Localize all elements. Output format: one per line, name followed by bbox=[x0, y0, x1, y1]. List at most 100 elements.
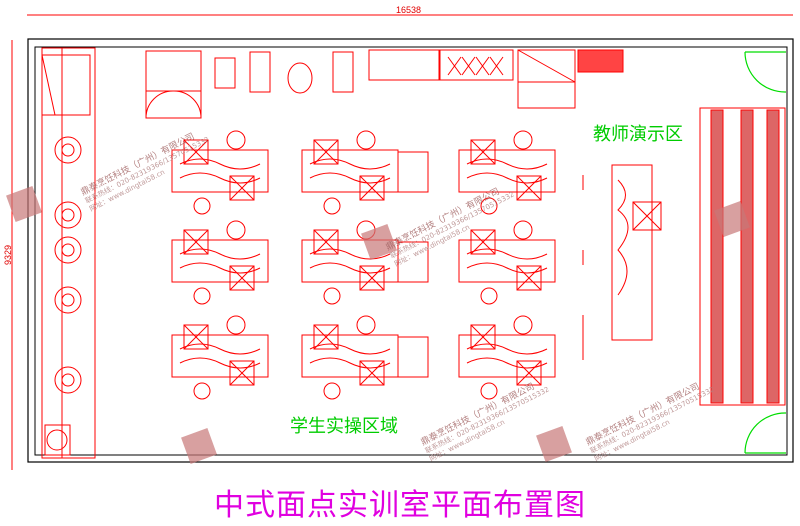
table-wood-grain bbox=[179, 343, 261, 369]
height-dimension: 9329 bbox=[3, 244, 14, 266]
mixer-icon bbox=[287, 62, 313, 94]
work-bench bbox=[368, 49, 440, 81]
sink-box bbox=[359, 265, 385, 291]
shelf-column bbox=[766, 109, 780, 404]
sink-box bbox=[183, 229, 209, 255]
x-mark bbox=[447, 56, 462, 76]
sink-bench bbox=[439, 49, 514, 81]
shelf-column bbox=[740, 109, 754, 404]
x-mark bbox=[470, 139, 496, 165]
chair-icon bbox=[480, 287, 498, 305]
table-wood-grain bbox=[179, 248, 261, 274]
watermark-seal bbox=[361, 224, 397, 260]
outer-wall bbox=[27, 38, 794, 463]
x-mark bbox=[313, 324, 339, 350]
fridge-doors bbox=[517, 81, 576, 109]
chair-icon bbox=[226, 315, 246, 335]
x-mark bbox=[461, 56, 476, 76]
x-mark bbox=[359, 265, 385, 291]
burner-icon bbox=[54, 236, 82, 264]
chair-icon bbox=[226, 130, 246, 150]
workstation-table bbox=[171, 149, 269, 193]
x-mark bbox=[183, 229, 209, 255]
chair-icon bbox=[323, 287, 341, 305]
chair-icon bbox=[513, 130, 533, 150]
side-cabinet bbox=[397, 241, 429, 283]
sink-box bbox=[470, 324, 496, 350]
shelf-rack bbox=[577, 49, 624, 73]
table-wood-grain bbox=[309, 343, 391, 369]
chair-icon bbox=[480, 382, 498, 400]
student-workstation bbox=[171, 315, 269, 400]
sink-box bbox=[359, 360, 385, 386]
chair-icon bbox=[356, 130, 376, 150]
side-cabinet bbox=[397, 336, 429, 378]
student-practice-zone-label: 学生实操区域 bbox=[290, 416, 398, 437]
watermark-seal bbox=[714, 201, 750, 237]
x-mark bbox=[229, 360, 255, 386]
chair-icon bbox=[323, 197, 341, 215]
x-mark bbox=[632, 201, 662, 231]
top-cabinet bbox=[145, 50, 202, 92]
page-title: 中式面点实训室平面布置图 bbox=[214, 488, 586, 523]
x-mark bbox=[475, 56, 490, 76]
sink-box bbox=[229, 265, 255, 291]
shelf-column bbox=[710, 109, 724, 404]
sink-box bbox=[183, 139, 209, 165]
watermark-seal bbox=[536, 426, 572, 462]
sink-box bbox=[183, 324, 209, 350]
trolley-icon bbox=[332, 51, 354, 93]
burner-inner-icon bbox=[61, 143, 75, 157]
x-mark bbox=[313, 139, 339, 165]
sink-box bbox=[516, 265, 542, 291]
chair-icon bbox=[356, 315, 376, 335]
entrance-door-bottom bbox=[744, 412, 787, 454]
burner-icon bbox=[54, 201, 82, 229]
chair-icon bbox=[513, 315, 533, 335]
burner-inner-icon bbox=[61, 208, 75, 222]
watermark-seal bbox=[181, 428, 217, 464]
watermark-seal bbox=[6, 186, 42, 222]
burner-icon bbox=[54, 136, 82, 164]
x-mark bbox=[183, 324, 209, 350]
table-wood-grain bbox=[466, 343, 548, 369]
chair-icon bbox=[480, 197, 498, 215]
table-wood-grain bbox=[466, 158, 548, 184]
table-wood-grain bbox=[617, 179, 629, 296]
x-mark bbox=[516, 175, 542, 201]
chair-icon bbox=[323, 382, 341, 400]
sink-unit bbox=[44, 424, 71, 456]
workstation-table bbox=[458, 149, 556, 193]
x-mark bbox=[229, 265, 255, 291]
cabinet-unit bbox=[41, 54, 91, 116]
door-swing-icon bbox=[145, 90, 202, 119]
left-cabinet bbox=[61, 47, 96, 459]
x-mark bbox=[183, 139, 209, 165]
teacher-sink bbox=[632, 201, 662, 231]
x-mark bbox=[516, 265, 542, 291]
table-wood-grain bbox=[309, 158, 391, 184]
sink-bowl-icon bbox=[46, 429, 68, 451]
sink-box bbox=[359, 175, 385, 201]
fridge-diag bbox=[517, 49, 576, 83]
chair-icon bbox=[193, 382, 211, 400]
dough-mixer-icon bbox=[214, 57, 236, 89]
burner-inner-icon bbox=[61, 373, 75, 387]
burner-icon bbox=[54, 366, 82, 394]
x-mark bbox=[229, 175, 255, 201]
inner-wall bbox=[34, 46, 788, 456]
table-wood-grain bbox=[466, 248, 548, 274]
sink-box bbox=[229, 175, 255, 201]
chair-icon bbox=[226, 220, 246, 240]
chair-icon bbox=[193, 197, 211, 215]
student-workstation bbox=[301, 315, 429, 400]
workstation-table bbox=[458, 239, 556, 283]
sink-box bbox=[229, 360, 255, 386]
sink-box bbox=[470, 229, 496, 255]
sink-box bbox=[470, 139, 496, 165]
teacher-table bbox=[611, 164, 653, 341]
teacher-demo-zone-label: 教师演示区 bbox=[593, 124, 683, 145]
width-dimension: 16538 bbox=[396, 5, 422, 15]
x-mark bbox=[359, 175, 385, 201]
